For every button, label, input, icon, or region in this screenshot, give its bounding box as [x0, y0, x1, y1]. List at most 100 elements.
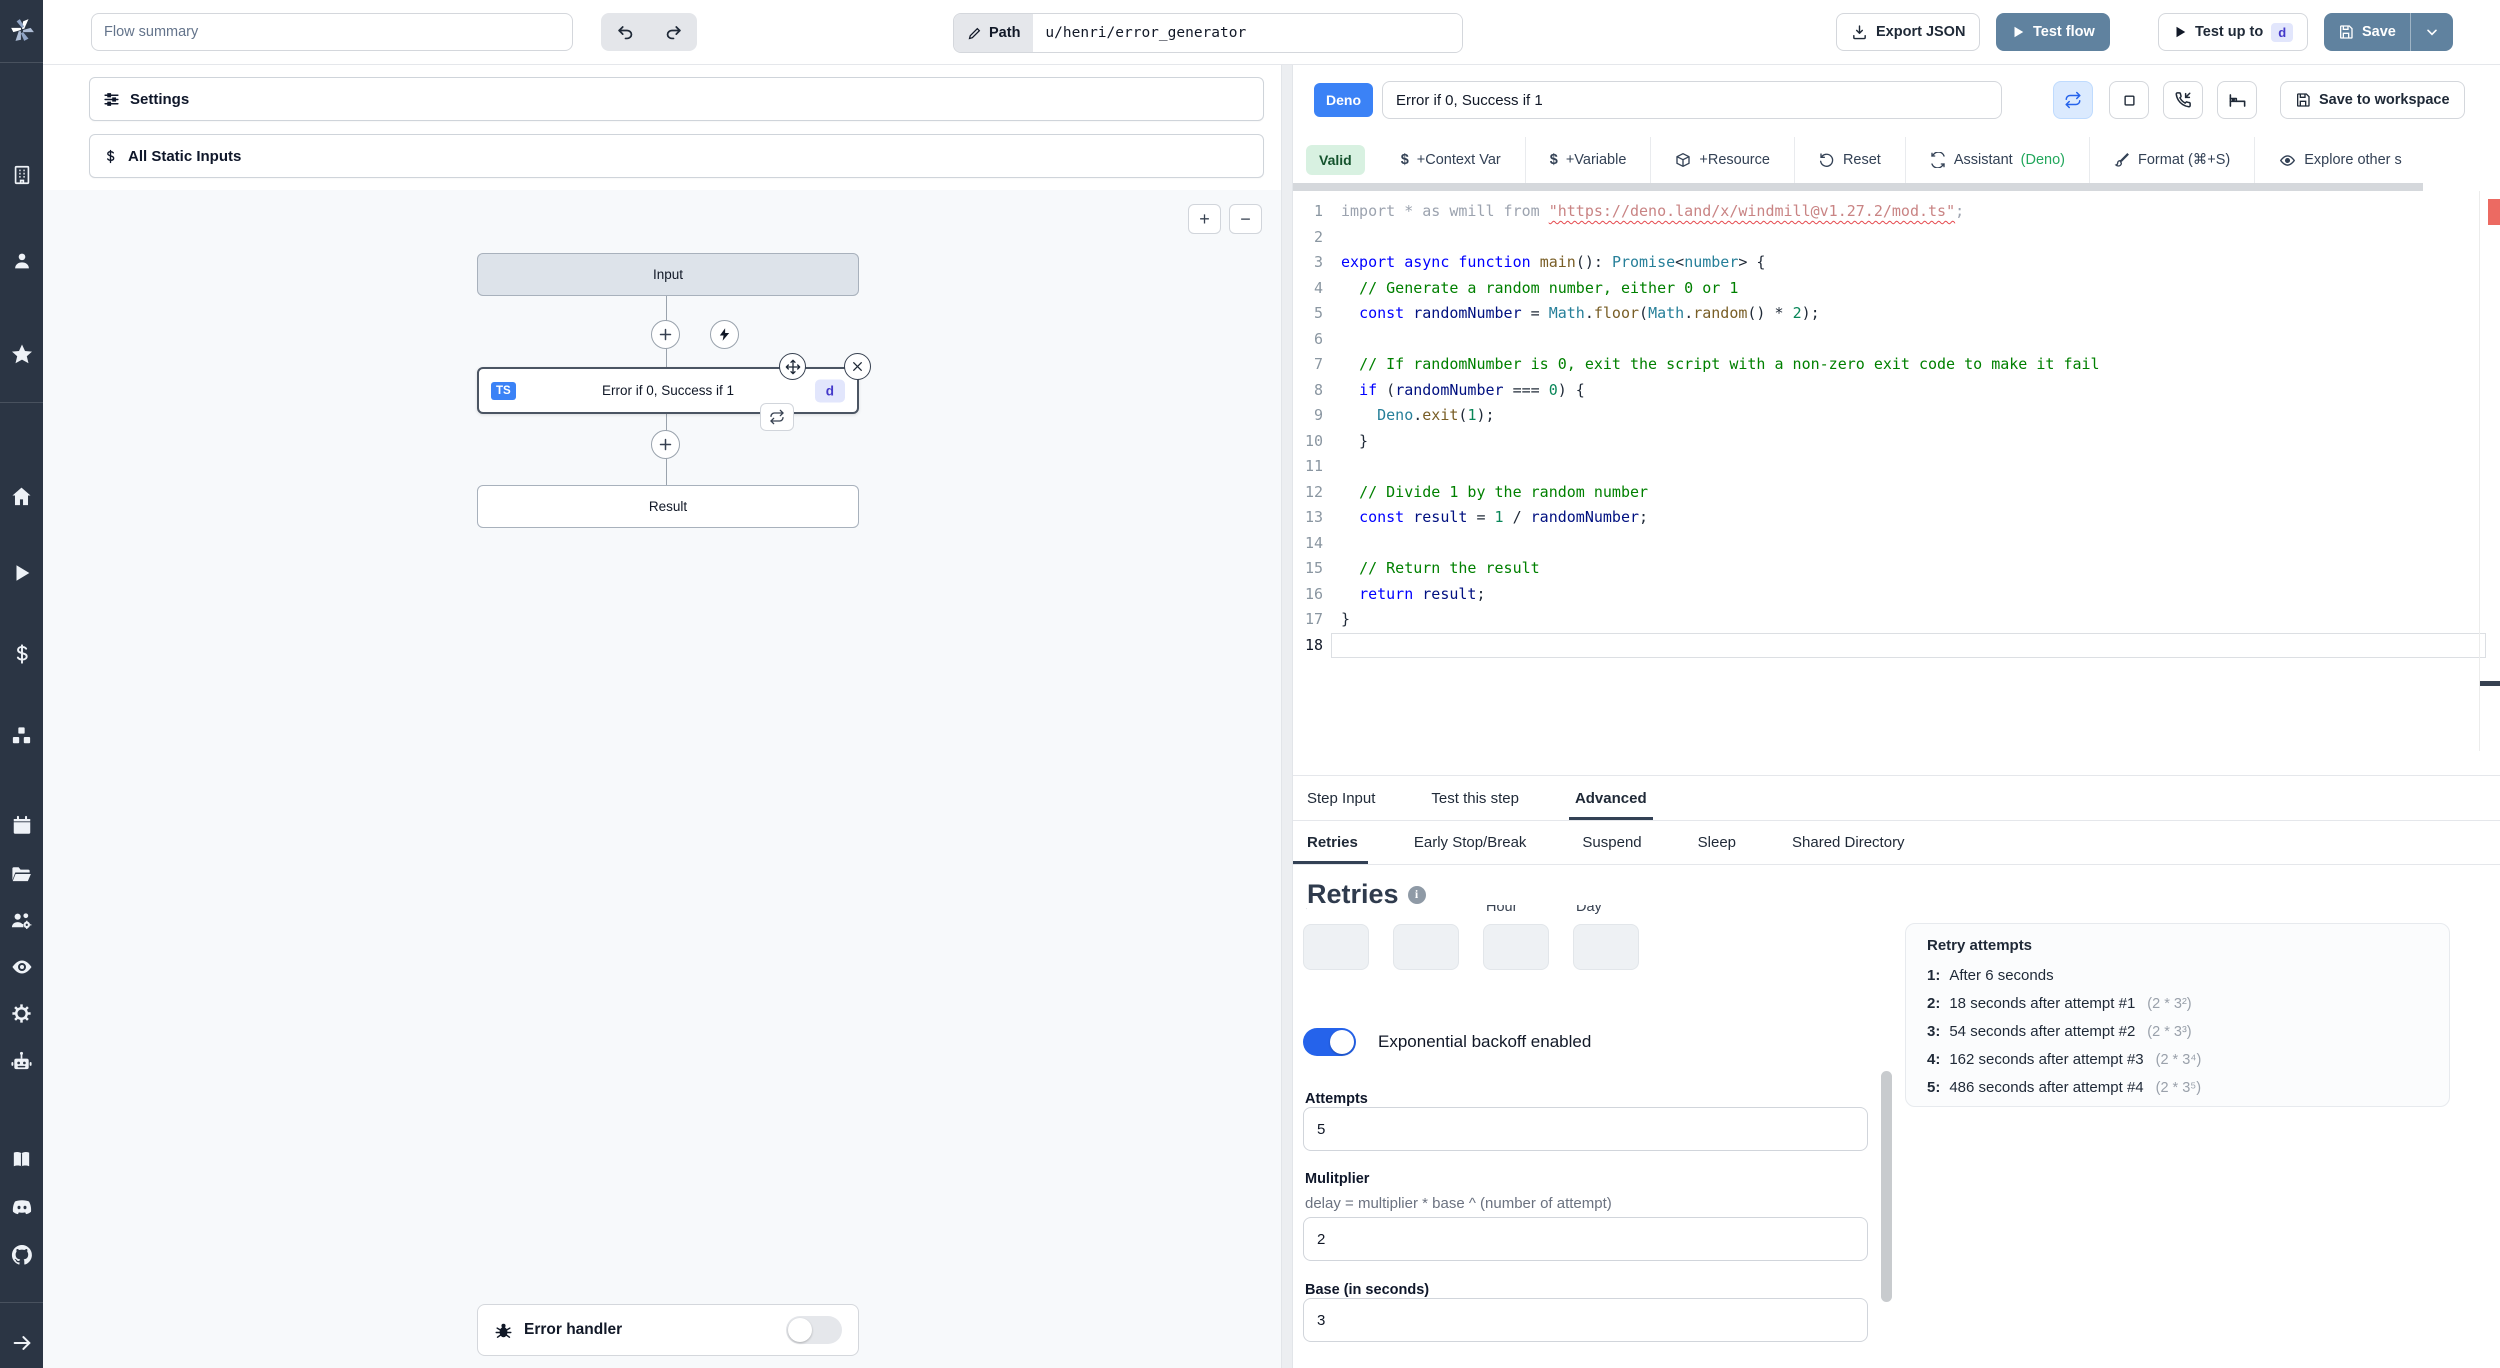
- retries-scrollbar[interactable]: [1881, 1071, 1892, 1302]
- attempts-input[interactable]: [1303, 1107, 1868, 1151]
- code-line-16[interactable]: 16 return result;: [1293, 582, 2500, 608]
- code-line-15[interactable]: 15 // Return the result: [1293, 556, 2500, 582]
- code-line-4[interactable]: 4 // Generate a random number, either 0 …: [1293, 276, 2500, 302]
- format-button[interactable]: Format (⌘+S): [2090, 137, 2256, 183]
- folder-icon[interactable]: [0, 858, 43, 888]
- tab-advanced[interactable]: Advanced: [1568, 777, 1653, 820]
- export-json-button[interactable]: Export JSON: [1836, 13, 1981, 51]
- code-line-18[interactable]: 18: [1293, 632, 2500, 659]
- home-icon[interactable]: [0, 481, 43, 511]
- undo-button[interactable]: [601, 13, 649, 51]
- code-line-2[interactable]: 2: [1293, 225, 2500, 251]
- flow-canvas[interactable]: + − Input TS Error if 0, Success if 1 d: [43, 190, 1281, 1368]
- add-step-button[interactable]: [651, 320, 680, 349]
- panel-splitter[interactable]: [1281, 64, 1293, 1368]
- line-number: 14: [1304, 533, 1323, 552]
- multiplier-input[interactable]: [1303, 1217, 1868, 1261]
- zoom-in-button[interactable]: +: [1188, 204, 1221, 234]
- groups-icon[interactable]: [0, 905, 43, 935]
- test-flow-button[interactable]: Test flow: [1996, 13, 2110, 51]
- reset-button[interactable]: Reset: [1795, 137, 1906, 183]
- flow-node-result[interactable]: Result: [477, 485, 859, 528]
- code-line-12[interactable]: 12 // Divide 1 by the random number: [1293, 480, 2500, 506]
- github-icon[interactable]: [0, 1240, 43, 1270]
- base-input[interactable]: [1303, 1298, 1868, 1342]
- runs-play-icon[interactable]: [0, 558, 43, 588]
- expand-arrow-icon[interactable]: [0, 1328, 43, 1358]
- audit-eye-icon[interactable]: [0, 952, 43, 982]
- time-input-min[interactable]: [1393, 924, 1459, 970]
- time-input-sec[interactable]: [1303, 924, 1369, 970]
- code-line-7[interactable]: 7 // If randomNumber is 0, exit the scri…: [1293, 352, 2500, 378]
- assistant-button[interactable]: Assistant (Deno): [1906, 137, 2090, 183]
- error-handler-toggle[interactable]: [786, 1316, 842, 1344]
- variables-dollar-icon[interactable]: [0, 639, 43, 669]
- exponential-backoff-toggle[interactable]: [1303, 1028, 1356, 1056]
- editor-resize-handle[interactable]: [1293, 183, 2423, 191]
- code-line-9[interactable]: 9 Deno.exit(1);: [1293, 403, 2500, 429]
- zoom-out-button[interactable]: −: [1229, 204, 1262, 234]
- explore-scripts-button[interactable]: Explore other s: [2255, 137, 2426, 183]
- tab-sleep[interactable]: Sleep: [1697, 834, 1737, 851]
- code-line-11[interactable]: 11: [1293, 454, 2500, 480]
- save-button[interactable]: Save: [2324, 13, 2410, 51]
- code-line-5[interactable]: 5 const randomNumber = Math.floor(Math.r…: [1293, 301, 2500, 327]
- resources-cubes-icon[interactable]: [0, 720, 43, 750]
- save-to-workspace-button[interactable]: Save to workspace: [2280, 81, 2465, 119]
- discord-icon[interactable]: [0, 1192, 43, 1222]
- test-up-to-button[interactable]: Test up to d: [2158, 13, 2309, 51]
- step-title-input[interactable]: [1382, 81, 2002, 119]
- settings-gear-icon[interactable]: [0, 998, 43, 1028]
- windmill-logo-icon[interactable]: [0, 15, 43, 45]
- save-dropdown-button[interactable]: [2409, 13, 2453, 51]
- flow-node-input[interactable]: Input: [477, 253, 859, 296]
- add-trigger-button[interactable]: [710, 320, 739, 349]
- code-line-14[interactable]: 14: [1293, 531, 2500, 557]
- tab-test-this-step[interactable]: Test this step: [1431, 790, 1519, 807]
- flow-settings-button[interactable]: Settings: [89, 77, 1264, 121]
- add-variable-button[interactable]: $ +Variable: [1526, 137, 1652, 183]
- star-icon[interactable]: [0, 339, 43, 369]
- docs-book-icon[interactable]: [0, 1144, 43, 1174]
- add-resource-button[interactable]: +Resource: [1651, 137, 1795, 183]
- tab-retries[interactable]: Retries: [1293, 821, 1368, 864]
- code-line-10[interactable]: 10 }: [1293, 429, 2500, 455]
- early-stop-toggle-button[interactable]: [2109, 81, 2149, 119]
- step-retry-indicator[interactable]: [760, 403, 794, 431]
- sleep-toggle-button[interactable]: [2217, 81, 2257, 119]
- add-step-button[interactable]: [651, 430, 680, 459]
- move-step-button[interactable]: [779, 353, 806, 380]
- code-line-13[interactable]: 13 const result = 1 / randomNumber;: [1293, 505, 2500, 531]
- redo-button[interactable]: [649, 13, 697, 51]
- tab-early-stop-break[interactable]: Early Stop/Break: [1413, 834, 1527, 851]
- tab-step-input[interactable]: Step Input: [1307, 790, 1376, 807]
- tab-shared-directory[interactable]: Shared Directory: [1792, 834, 1905, 851]
- tab-suspend[interactable]: Suspend: [1582, 834, 1642, 851]
- code-line-6[interactable]: 6: [1293, 327, 2500, 353]
- info-icon[interactable]: i: [1407, 885, 1426, 904]
- all-static-inputs-button[interactable]: All Static Inputs: [89, 134, 1264, 178]
- path-input[interactable]: [1033, 14, 1462, 52]
- time-input-hour[interactable]: [1483, 924, 1549, 970]
- workers-robot-icon[interactable]: [0, 1046, 43, 1076]
- code-line-17[interactable]: 17}: [1293, 607, 2500, 633]
- backoff-toggle-row: Exponential backoff enabled: [1303, 1028, 1591, 1056]
- add-context-var-button[interactable]: $ +Context Var: [1371, 137, 1526, 183]
- user-icon[interactable]: [0, 246, 43, 276]
- retries-toggle-button[interactable]: [2053, 81, 2093, 119]
- overview-ruler-cursor-mark: [2480, 681, 2500, 686]
- suspend-toggle-button[interactable]: [2163, 81, 2203, 119]
- path-label[interactable]: Path: [954, 14, 1034, 52]
- delete-step-button[interactable]: [844, 353, 871, 380]
- schedules-calendar-icon[interactable]: [0, 810, 43, 840]
- flow-summary-input[interactable]: [91, 13, 573, 51]
- code-line-8[interactable]: 8 if (randomNumber === 0) {: [1293, 378, 2500, 404]
- time-input-day[interactable]: [1573, 924, 1639, 970]
- retry-attempt-number: 2:: [1927, 995, 1941, 1012]
- building-icon[interactable]: [0, 160, 43, 190]
